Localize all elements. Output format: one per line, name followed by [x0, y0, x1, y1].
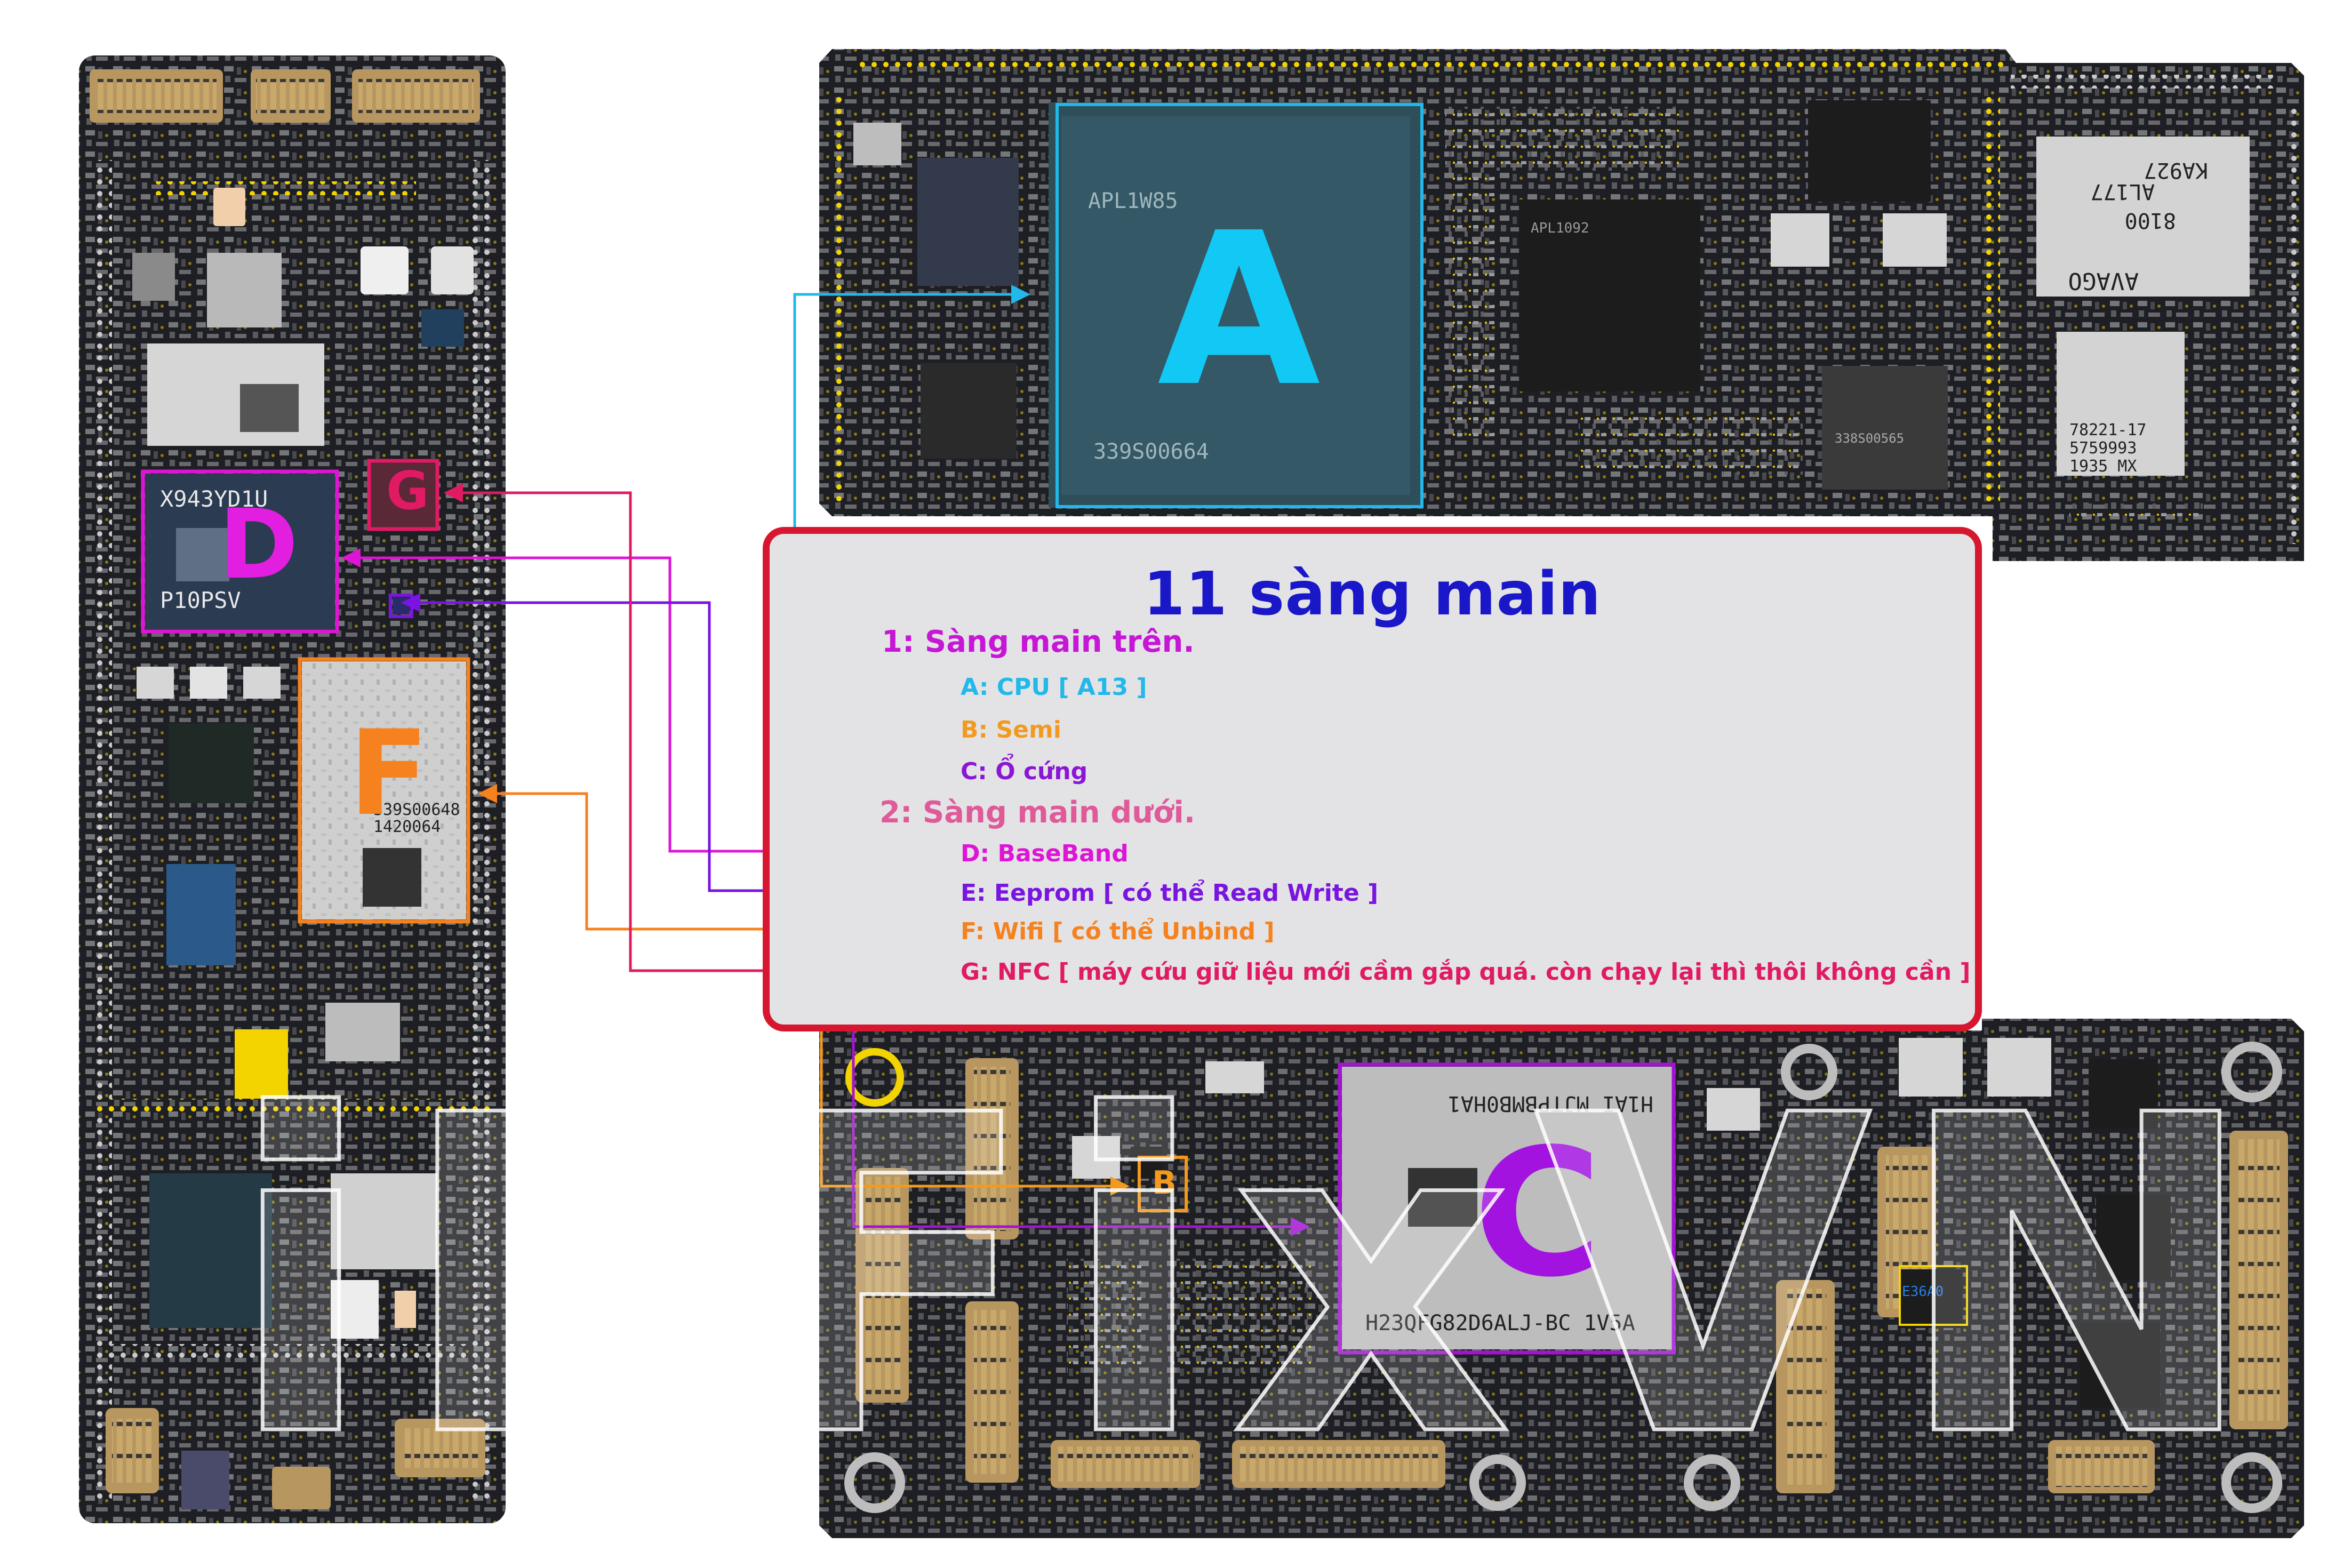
label-d: D [219, 489, 299, 601]
legend-item-c: C: Ổ cứng [961, 758, 1088, 785]
nfc-highlight-box [367, 459, 439, 531]
label-a: A [1157, 188, 1321, 433]
rf-marking-3: 1935 MX [2069, 457, 2137, 476]
pmu-marking: APL1092 [1531, 220, 1589, 236]
label-c: C [1473, 1111, 1603, 1316]
storage-highlight-box [1338, 1062, 1676, 1355]
eeprom-highlight-box [389, 594, 413, 618]
bottom-right-board: H1AI MJTPBMB0HA1 H23QFG82D6ALJ-BC 1V5A E… [819, 1019, 2304, 1538]
semi-chip-outline [1899, 1265, 1968, 1326]
left-board: X943YD1U P10PSV 339S00648 1420064 [79, 55, 506, 1523]
legend-item-b: B: Semi [961, 716, 1061, 743]
avago-marking-4: KA927 [2144, 158, 2208, 182]
semi-marking-2: E36A0 [1902, 1284, 1944, 1300]
avago-marking: AVAGO [2068, 267, 2139, 294]
top-right-board: APL1W85 339S00664 APL1092 338S00565 AVAG… [819, 49, 2304, 561]
cpu-marking-2: 339S00664 [1093, 439, 1209, 464]
legend-title: 11 sàng main [1143, 559, 1602, 629]
semi-highlight-box [1138, 1156, 1188, 1212]
legend-panel: 11 sàng main 1: Sàng main trên. A: CPU [… [763, 527, 1982, 1031]
wifi-marking-2: 1420064 [373, 818, 441, 836]
label-g: G [386, 461, 429, 522]
legend-section-bottom: 2: Sàng main dưới. [879, 795, 1196, 830]
legend-item-g: G: NFC [ máy cứu giữ liệu mới cầm gắp qu… [961, 958, 1971, 986]
legend-item-a: A: CPU [ A13 ] [961, 674, 1147, 701]
hynix-marking: H1AI MJTPBMB0HA1 [1448, 1091, 1653, 1116]
legend-item-e: E: Eeprom [ có thể Read Write ] [961, 879, 1379, 907]
label-f: F [349, 705, 429, 842]
avago-marking-2: 8100 [2125, 208, 2176, 233]
rf-marking-2: 5759993 [2069, 439, 2137, 458]
legend-item-d: D: BaseBand [961, 840, 1129, 867]
usbc-marking: 338S00565 [1835, 431, 1904, 446]
label-b: B [1152, 1164, 1177, 1202]
wifi-marking: 339S00648 [373, 801, 460, 819]
baseband-marking: X943YD1U [160, 486, 268, 512]
wifi-highlight-box [298, 657, 470, 924]
hynix-code: H23QFG82D6ALJ-BC 1V5A [1365, 1311, 1635, 1335]
cpu-marking-1: APL1W85 [1088, 189, 1178, 213]
baseband-marking-2: P10PSV [160, 587, 241, 613]
legend-section-top: 1: Sàng main trên. [882, 625, 1195, 659]
cpu-highlight-box [1055, 103, 1424, 508]
baseband-highlight-box [141, 469, 339, 634]
rf-marking-1: 78221-17 [2069, 421, 2147, 439]
legend-item-f: F: Wifi [ có thể Unbind ] [961, 918, 1275, 945]
avago-marking-3: AL177 [2091, 179, 2155, 204]
